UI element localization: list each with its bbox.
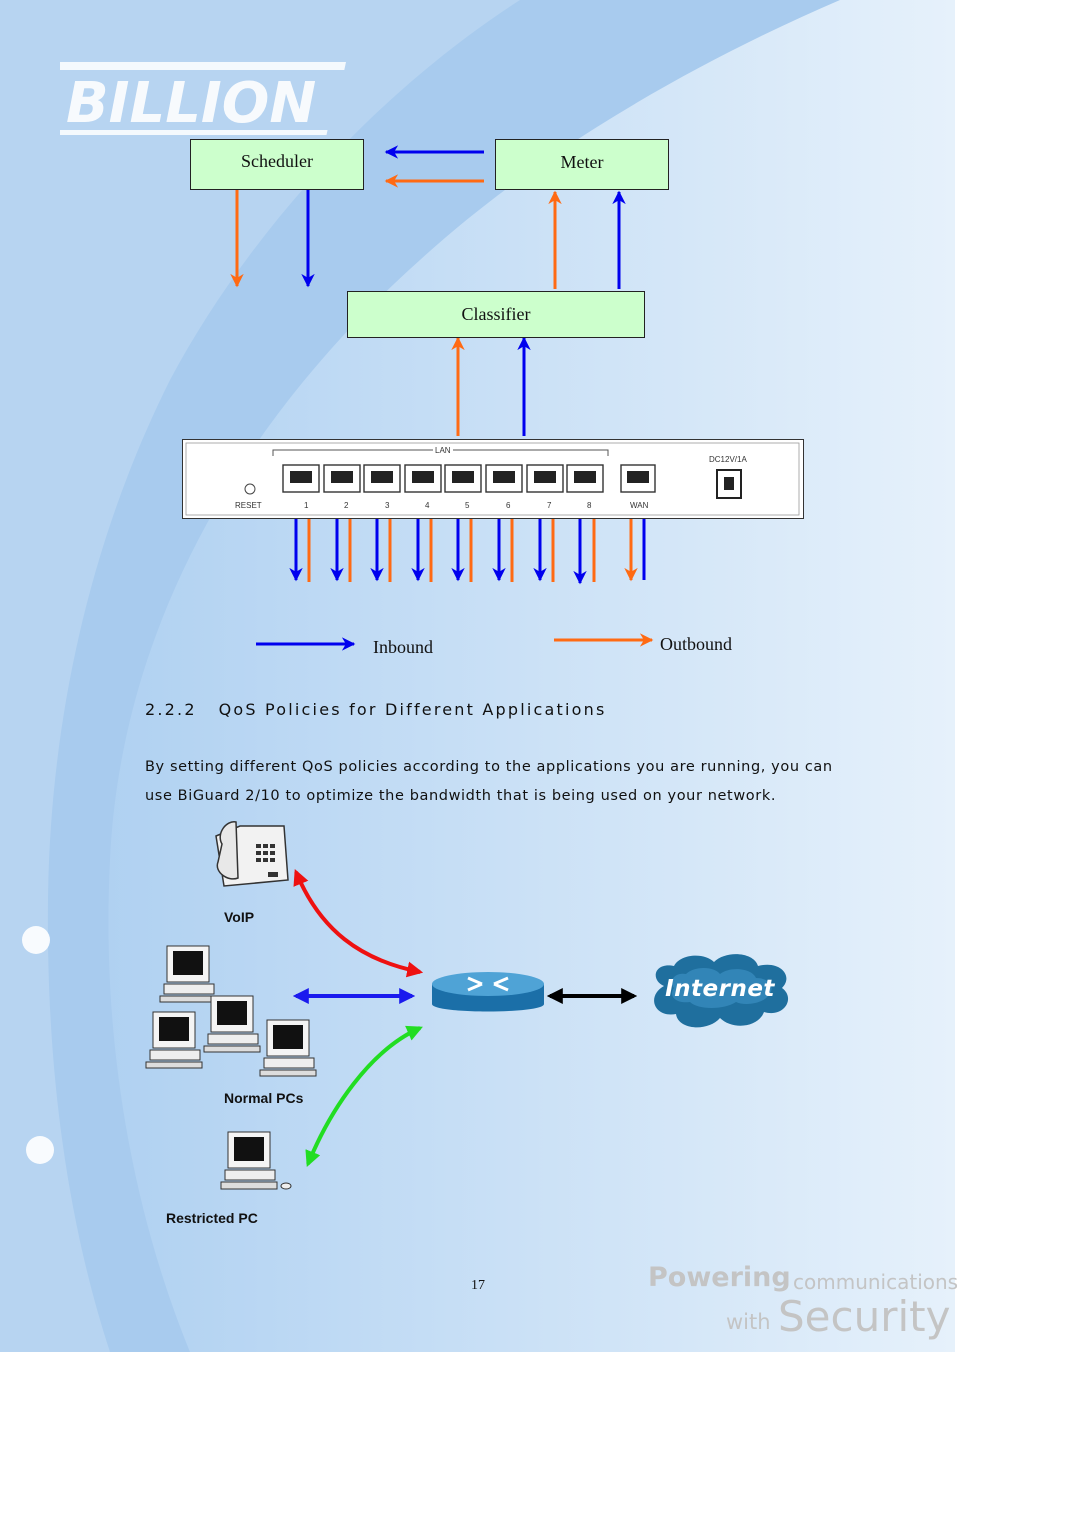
billion-logo: BILLION	[44, 62, 350, 140]
scheduler-box: Scheduler	[190, 139, 364, 190]
internet-cloud-icon: Internet	[644, 952, 796, 1032]
tagline-logo: Powering communications with Security	[646, 1262, 959, 1352]
port-number-2: 2	[344, 501, 349, 510]
restricted-pc-link-arrow	[305, 1025, 423, 1167]
router-back-panel: LAN RESET DC12V/1A 1 2 3 4 5 6 7 8 WAN	[182, 439, 804, 519]
section-paragraph: By setting different QoS policies accord…	[145, 759, 833, 804]
tagline-security: Security	[778, 1292, 951, 1341]
port-number-5: 5	[465, 501, 470, 510]
restricted-pc-label: Restricted PC	[166, 1210, 258, 1226]
normal-pcs-group	[144, 944, 344, 1080]
computer-icon	[203, 995, 261, 1053]
qos-flow-arrows	[230, 145, 654, 651]
scheduler-label: Scheduler	[241, 151, 313, 171]
page-number: 17	[471, 1278, 485, 1293]
port-number-7: 7	[547, 501, 552, 510]
router-icon	[430, 970, 546, 1027]
section-title: QoS Policies for Different Applications	[218, 700, 607, 719]
port-number-3: 3	[385, 501, 390, 510]
section-heading: 2.2.2 QoS Policies for Different Applica…	[145, 700, 607, 719]
classifier-box: Classifier	[347, 291, 645, 338]
legend-outbound-label: Outbound	[660, 634, 732, 654]
classifier-label: Classifier	[461, 304, 531, 324]
telephone-icon	[206, 814, 292, 897]
wan-label: WAN	[630, 501, 649, 510]
tagline-communications: communications	[793, 1270, 959, 1294]
meter-label: Meter	[560, 152, 604, 172]
port-number-6: 6	[506, 501, 511, 510]
voip-link-arrow	[293, 869, 424, 978]
lan-label: LAN	[433, 446, 453, 455]
tagline-with: with	[726, 1310, 771, 1334]
section-number: 2.2.2	[145, 700, 197, 719]
port-number-1: 1	[304, 501, 309, 510]
restricted-pc-computer-icon	[220, 1130, 296, 1199]
computer-icon	[145, 1011, 203, 1069]
port-number-4: 4	[425, 501, 430, 510]
internet-label: Internet	[665, 976, 775, 1002]
voip-label: VoIP	[224, 909, 255, 925]
meter-box: Meter	[495, 139, 669, 190]
legend-inbound-label: Inbound	[373, 637, 433, 657]
tagline-powering: Powering	[648, 1262, 791, 1293]
normal-pcs-label: Normal PCs	[224, 1090, 304, 1106]
port-number-8: 8	[587, 501, 592, 510]
logo-text: BILLION	[66, 71, 316, 136]
computer-icon	[159, 945, 217, 1003]
reset-label: RESET	[235, 501, 262, 510]
power-label: DC12V/1A	[709, 455, 747, 464]
network-links	[292, 869, 638, 1167]
computer-icon	[259, 1019, 317, 1077]
